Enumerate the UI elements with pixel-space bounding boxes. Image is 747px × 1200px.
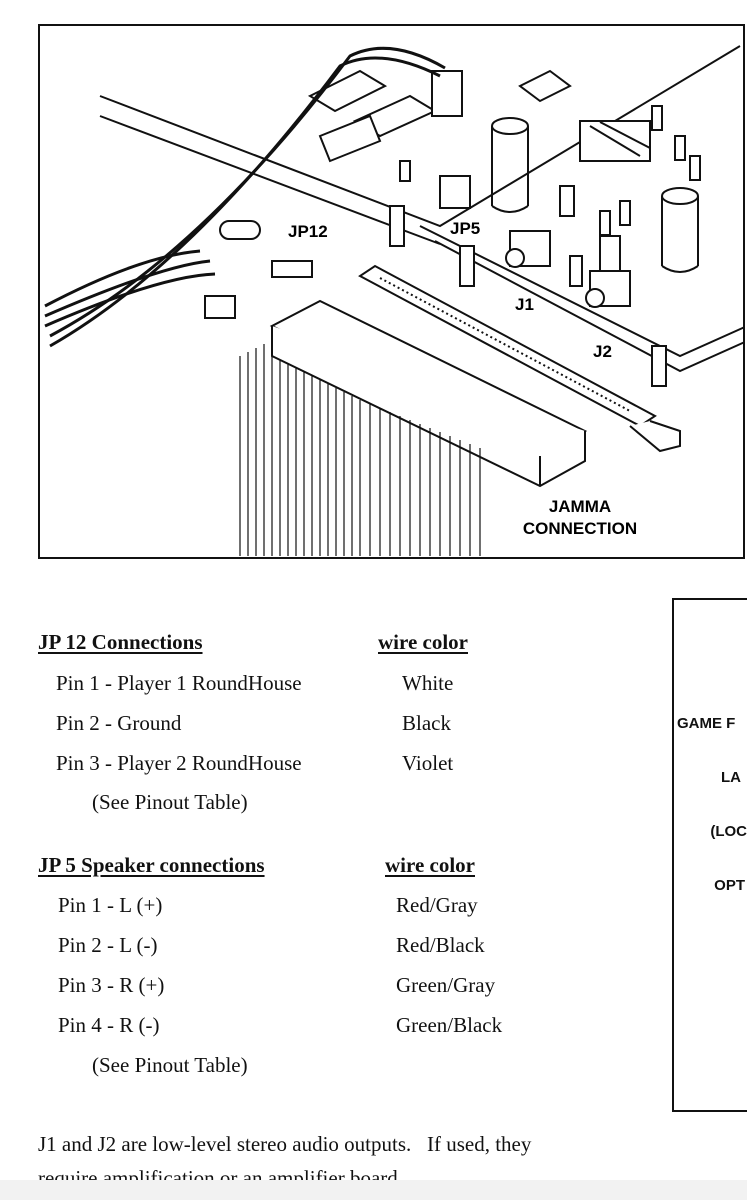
jp5-color-heading: wire color: [385, 853, 475, 877]
jp5-note: (See Pinout Table): [92, 1053, 248, 1077]
jp12-pin-1: Pin 1 - Player 1 RoundHouse: [56, 671, 302, 695]
game-panel-text: GAME F LA (LOC OPT: [674, 679, 747, 913]
circuit-board-drawing: [44, 45, 743, 556]
game-panel-box: [672, 598, 747, 1112]
board-illustration: JP12 JP5 J1 J2 JAMMA CONNECTION: [38, 24, 745, 559]
game-panel-line: LA: [721, 769, 741, 786]
jp12-color-1: White: [402, 671, 454, 695]
jamma-label-line2: CONNECTION: [522, 519, 638, 538]
jp12-label: JP12: [288, 222, 328, 241]
jp12-note: (See Pinout Table): [92, 790, 248, 814]
jp12-color-2: Black: [402, 711, 451, 735]
jp5-pin-2: Pin 2 - L (-): [58, 933, 158, 957]
audio-note-line-1: J1 and J2 are low-level stereo audio out…: [38, 1132, 532, 1156]
jp12-pin-3: Pin 3 - Player 2 RoundHouse: [56, 751, 302, 775]
jp12-color-3: Violet: [402, 751, 454, 775]
game-panel-line: (LOC: [710, 823, 747, 840]
page-bottom-edge: [0, 1180, 747, 1200]
game-panel-line: OPT: [714, 877, 745, 894]
jp5-label: JP5: [450, 219, 481, 238]
jp5-color-2: Red/Black: [396, 933, 485, 957]
jp5-color-1: Red/Gray: [396, 893, 478, 917]
jp5-color-4: Green/Black: [396, 1013, 503, 1037]
jp12-heading: JP 12 Connections: [38, 630, 203, 654]
jamma-connection-label: JAMMA CONNECTION: [505, 496, 655, 540]
j2-label: J2: [593, 342, 612, 361]
jp12-pin-2: Pin 2 - Ground: [56, 711, 182, 735]
jamma-label-line1: JAMMA: [548, 497, 612, 516]
audio-output-note: J1 and J2 are low-level stereo audio out…: [38, 1127, 678, 1195]
jp5-heading: JP 5 Speaker connections: [38, 853, 265, 877]
jp5-pin-4: Pin 4 - R (-): [58, 1013, 160, 1037]
jp5-pin-3: Pin 3 - R (+): [58, 973, 165, 997]
game-panel-line: GAME F: [677, 715, 736, 732]
jp5-pin-1: Pin 1 - L (+): [58, 893, 163, 917]
j1-label: J1: [515, 295, 534, 314]
jp5-color-3: Green/Gray: [396, 973, 496, 997]
jp12-color-heading: wire color: [378, 630, 468, 654]
